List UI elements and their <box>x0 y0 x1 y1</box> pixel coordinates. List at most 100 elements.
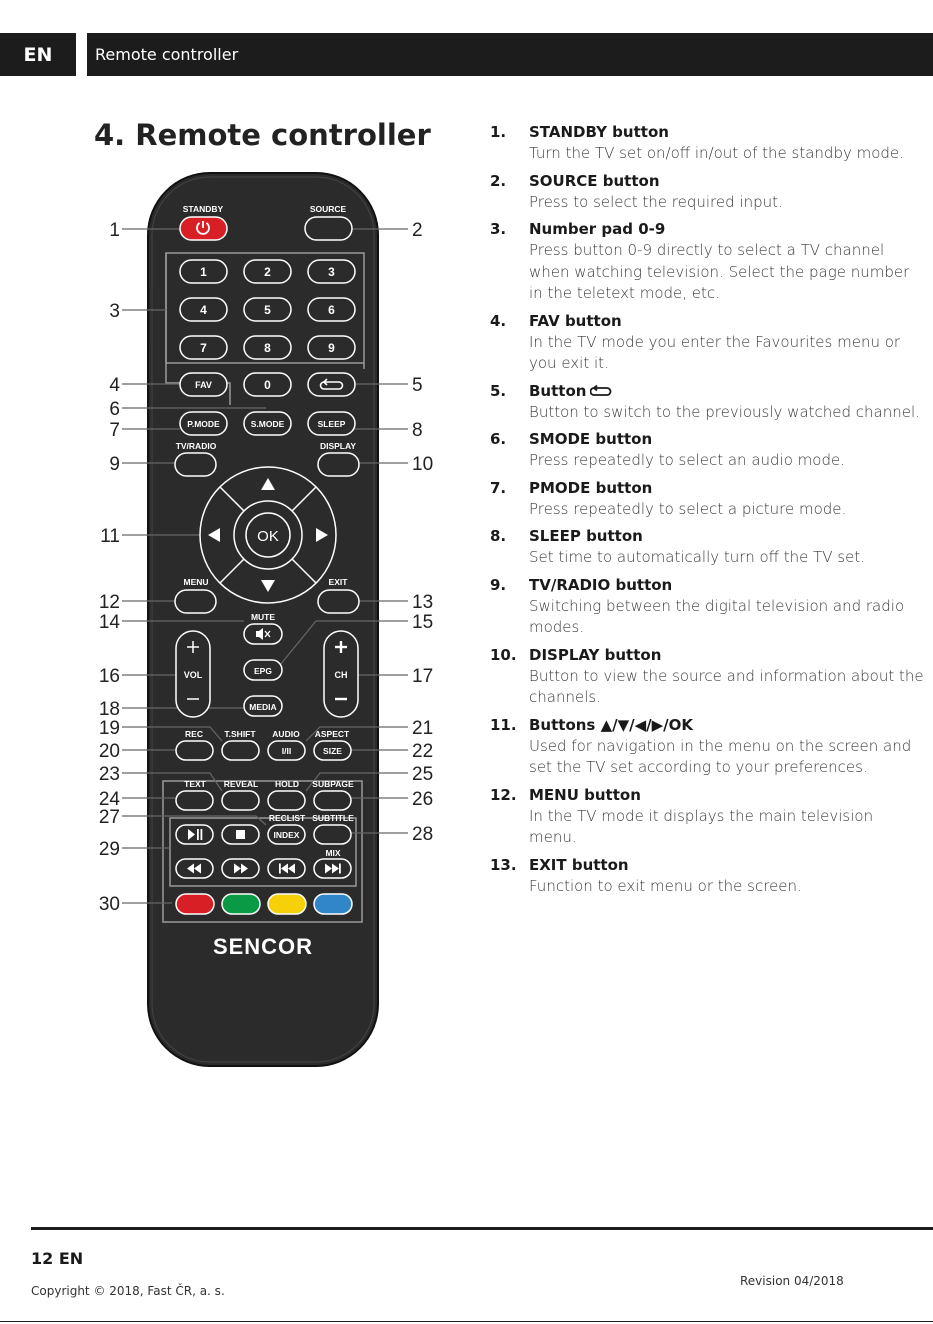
brand-logo: SENCOR <box>213 934 313 959</box>
callout-3: 3 <box>109 301 120 322</box>
stop-icon <box>236 830 245 839</box>
digit-7-label: 7 <box>200 341 207 355</box>
index-button[interactable] <box>267 824 306 845</box>
digit-9-label: 9 <box>328 341 335 355</box>
callout-23: 23 <box>99 764 120 785</box>
sleep-button[interactable] <box>307 411 356 436</box>
callout-21: 21 <box>412 718 433 739</box>
tvradio-button[interactable] <box>174 452 217 477</box>
aspect-button[interactable] <box>313 740 352 761</box>
digit-0-button[interactable] <box>243 372 292 397</box>
label-reclist: RECLIST <box>269 813 306 823</box>
rec-button[interactable] <box>175 740 214 761</box>
section-header: Remote controller <box>87 33 933 76</box>
label-source: SOURCE <box>310 204 347 214</box>
media-button[interactable] <box>243 695 283 717</box>
red-button[interactable] <box>175 893 215 915</box>
label-aspect: ASPECT <box>315 729 350 739</box>
subpage-button[interactable] <box>313 790 352 811</box>
exit-button[interactable] <box>317 589 360 614</box>
ok-button[interactable] <box>245 512 291 558</box>
callout-25: 25 <box>412 764 433 785</box>
item-description: Used for navigation in the menu on the s… <box>529 736 912 777</box>
sleep-label: SLEEP <box>318 419 346 429</box>
pmode-label: P.MODE <box>187 419 220 429</box>
item-description: Press button 0-9 directly to select a TV… <box>529 241 910 302</box>
previous-icon <box>279 863 295 874</box>
pmode-button[interactable] <box>179 411 228 436</box>
label-exit: EXIT <box>329 577 349 587</box>
item-description: Press repeatedly to select a picture mod… <box>529 499 847 518</box>
label-mix: MIX <box>325 848 340 858</box>
left-arrow-icon[interactable] <box>208 528 220 542</box>
label-subtitle: SUBTITLE <box>312 813 354 823</box>
item-title: MENU button <box>529 785 641 804</box>
section-title: Remote controller <box>95 45 239 64</box>
digit-3-button[interactable] <box>307 259 356 284</box>
audio-button[interactable] <box>267 740 306 761</box>
item-title: SMODE button <box>529 430 653 448</box>
digit-6-button[interactable] <box>307 297 356 322</box>
hold-button[interactable] <box>267 790 306 811</box>
fav-button[interactable] <box>179 372 228 397</box>
reveal-button[interactable] <box>221 790 260 811</box>
digit-2-button[interactable] <box>243 259 292 284</box>
item-number: 1. <box>490 123 507 141</box>
digit-0-label: 0 <box>264 378 271 392</box>
digit-2-label: 2 <box>264 265 271 279</box>
vol-rocker[interactable] <box>175 630 211 718</box>
callout-2: 2 <box>412 220 423 241</box>
tshift-button[interactable] <box>221 740 260 761</box>
label-text: TEXT <box>184 779 207 789</box>
source-button[interactable] <box>304 216 353 241</box>
display-button[interactable] <box>317 452 360 477</box>
item-title: Number pad 0-9 <box>529 220 666 238</box>
ch-rocker[interactable] <box>323 630 359 718</box>
yellow-button[interactable] <box>267 893 307 915</box>
down-arrow-icon[interactable] <box>261 580 275 592</box>
up-arrow-icon[interactable] <box>261 478 275 490</box>
bottom-buttons-frame <box>162 780 363 923</box>
vol-label: VOL <box>184 670 203 680</box>
text-button[interactable] <box>175 790 214 811</box>
item-description: In the TV mode it displays the main tele… <box>529 806 874 847</box>
digit-6-label: 6 <box>328 303 335 317</box>
item-description: Button to view the source and informatio… <box>529 666 924 707</box>
digit-4-button[interactable] <box>179 297 228 322</box>
bottom-divider <box>0 1321 933 1322</box>
revision-text: Revision 04/2018 <box>740 1274 844 1288</box>
right-arrow-icon[interactable] <box>316 528 328 542</box>
mute-icon <box>256 628 271 640</box>
digit-1-button[interactable] <box>179 259 228 284</box>
epg-label: EPG <box>254 666 272 676</box>
callout-1: 1 <box>109 220 120 241</box>
callout-30: 30 <box>99 894 120 915</box>
item-title: SLEEP button <box>529 527 643 545</box>
green-button[interactable] <box>221 893 261 915</box>
page-number: 12 EN <box>31 1249 84 1268</box>
blue-button[interactable] <box>313 893 353 915</box>
recall-button[interactable] <box>307 372 356 397</box>
callout-14: 14 <box>99 612 121 633</box>
item-number: 5. <box>490 381 507 400</box>
label-tvradio: TV/RADIO <box>176 441 217 451</box>
epg-button[interactable] <box>243 659 283 681</box>
smode-button[interactable] <box>243 411 292 436</box>
digit-7-button[interactable] <box>179 335 228 360</box>
standby-button[interactable] <box>179 216 228 241</box>
digit-8-button[interactable] <box>243 335 292 360</box>
media-label: MEDIA <box>249 702 276 712</box>
digit-9-button[interactable] <box>307 335 356 360</box>
callout-29: 29 <box>99 839 120 860</box>
menu-button[interactable] <box>174 589 217 614</box>
subtitle-button[interactable] <box>313 824 352 845</box>
digit-5-button[interactable] <box>243 297 292 322</box>
